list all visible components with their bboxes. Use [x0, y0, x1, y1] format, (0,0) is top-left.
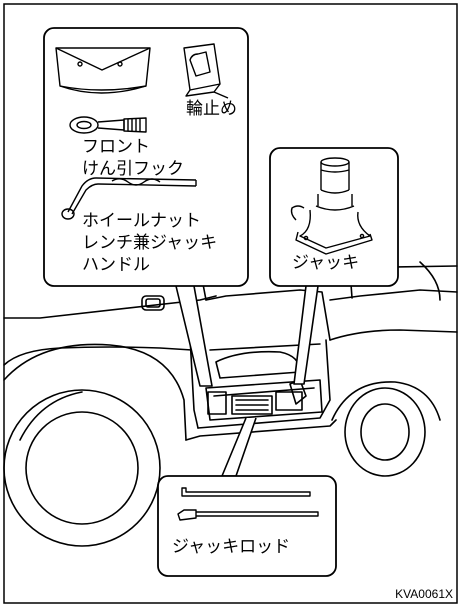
tool-bag-icon	[55, 47, 151, 94]
vehicle-illustration	[3, 261, 458, 547]
tow-hook-icon	[69, 116, 147, 134]
leader-lines	[175, 285, 319, 477]
label-jack: ジャッキ	[292, 253, 360, 273]
label-wheel-nut-wrench-line3: ハンドル	[82, 255, 150, 275]
label-wheel-nut-wrench-line1: ホイールナット	[82, 211, 201, 231]
label-front-tow-hook-line1: フロント	[82, 137, 150, 157]
jack-rod-icon	[177, 487, 319, 521]
figure-code: KVA0061X	[395, 587, 453, 601]
jack-icon	[290, 157, 373, 255]
wheel-chock-icon	[183, 43, 229, 99]
label-wheel-chock: 輪止め	[186, 99, 237, 119]
label-front-tow-hook-line2: けん引フック	[82, 159, 184, 179]
callout-jack-rod	[157, 475, 337, 577]
figure-frame	[3, 3, 458, 604]
callout-jack	[269, 147, 399, 287]
label-wheel-nut-wrench-line2: レンチ兼ジャッキ	[82, 233, 218, 253]
label-jack-rod: ジャッキロッド	[172, 537, 291, 557]
door-handle	[141, 295, 165, 311]
wheel-nut-wrench-icon	[61, 177, 197, 220]
